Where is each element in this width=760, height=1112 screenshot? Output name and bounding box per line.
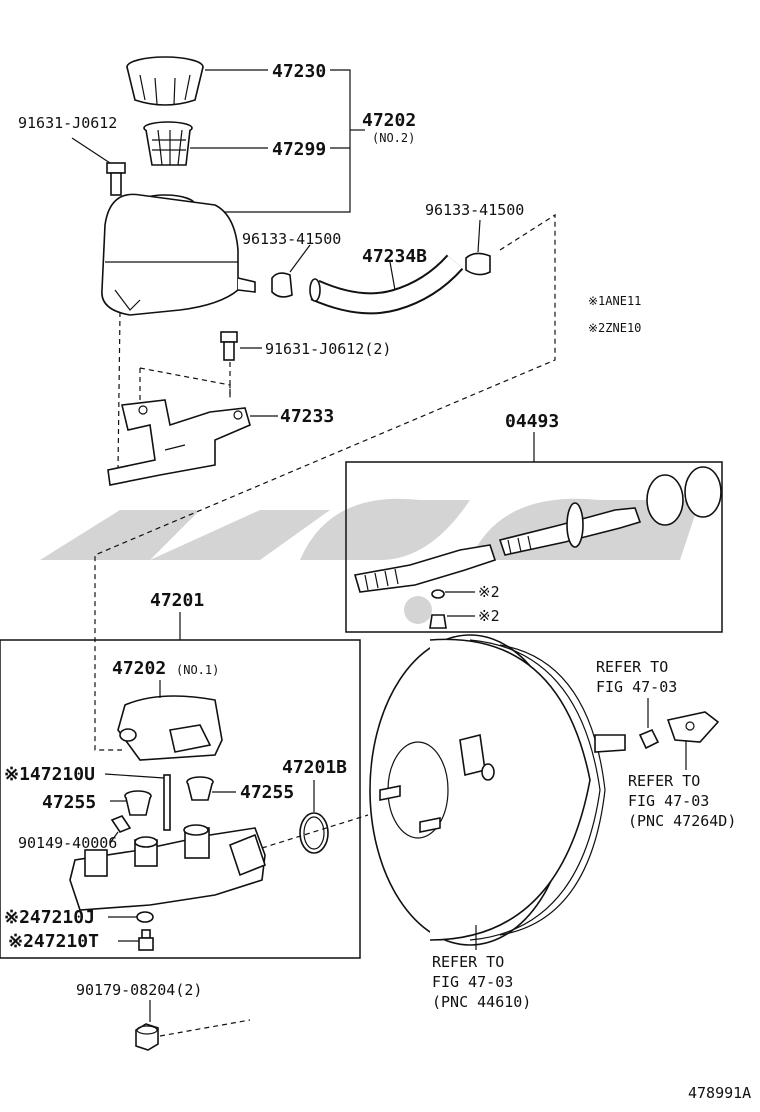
label-47201: 47201: [150, 590, 204, 611]
strainer-part: [143, 121, 193, 166]
label-90149: 90149-40006: [18, 834, 117, 852]
refer-c-line3: (PNC 44610): [432, 993, 531, 1011]
master-cylinder-body-part: [69, 824, 266, 911]
reservoir-cap-part: [126, 56, 204, 106]
grommet-part: [124, 790, 152, 816]
kit-note-a: ※2: [478, 583, 500, 601]
grommet-part: [186, 776, 214, 801]
label-96133-b: 96133-41500: [425, 201, 524, 219]
label-47202-no2: (NO.2): [372, 131, 415, 145]
bolt-part: [106, 162, 126, 196]
bolt-part: [220, 331, 238, 361]
refer-b-line3: (PNC 47264D): [628, 812, 736, 830]
reservoir-bracket-part: [107, 399, 251, 486]
label-47255-b: 47255: [240, 782, 294, 803]
label-47202-no1: 47202: [112, 658, 166, 679]
label-91631-b: 91631-J0612(2): [265, 340, 391, 358]
label-91631-a: 91631-J0612: [18, 114, 117, 132]
label-90179: 90179-08204(2): [76, 981, 202, 999]
brake-booster-part: [369, 634, 626, 946]
note-2: ※2ZNE10: [588, 321, 641, 335]
nut-part: [135, 1023, 159, 1051]
label-47255-a: 47255: [42, 792, 96, 813]
label-147210u: ※147210U: [4, 764, 95, 785]
label-47233: 47233: [280, 406, 334, 427]
bleeder-plug-part: [138, 929, 154, 951]
reservoir-tank-part: [101, 193, 256, 316]
label-04493: 04493: [505, 411, 559, 432]
washer-part: [136, 911, 154, 923]
kit-note-b: ※2: [478, 607, 500, 625]
reservoir-pin-part: [163, 774, 171, 831]
hose-part: [309, 254, 464, 315]
screw-part: [110, 815, 132, 833]
clevis-part: [666, 711, 720, 743]
label-247210t: ※247210T: [8, 931, 99, 952]
label-96133-a: 96133-41500: [242, 230, 341, 248]
label-47234b: 47234B: [362, 246, 427, 267]
refer-b-line1: REFER TO: [628, 772, 700, 790]
refer-c-line2: FIG 47-03: [432, 973, 513, 991]
refer-a-line2: FIG 47-03: [596, 678, 677, 696]
label-47202: 47202: [362, 110, 416, 131]
hose-clip-part: [271, 272, 293, 298]
hose-clip-part: [465, 252, 491, 276]
label-47230: 47230: [272, 61, 326, 82]
label-47299: 47299: [272, 139, 326, 160]
refer-a-line1: REFER TO: [596, 658, 668, 676]
note-1: ※1ANE11: [588, 294, 641, 308]
refer-c-line1: REFER TO: [432, 953, 504, 971]
o-ring-part: [299, 812, 329, 854]
piston-assembly-part: [353, 466, 722, 629]
label-47202-no1-suffix: (NO.1): [176, 663, 219, 677]
reservoir-no1-part: [117, 695, 223, 761]
label-47201b: 47201B: [282, 757, 347, 778]
refer-b-line2: FIG 47-03: [628, 792, 709, 810]
clevis-nut-part: [638, 728, 660, 750]
figure-id: 478991A: [688, 1084, 751, 1102]
label-247210j: ※247210J: [4, 907, 95, 928]
